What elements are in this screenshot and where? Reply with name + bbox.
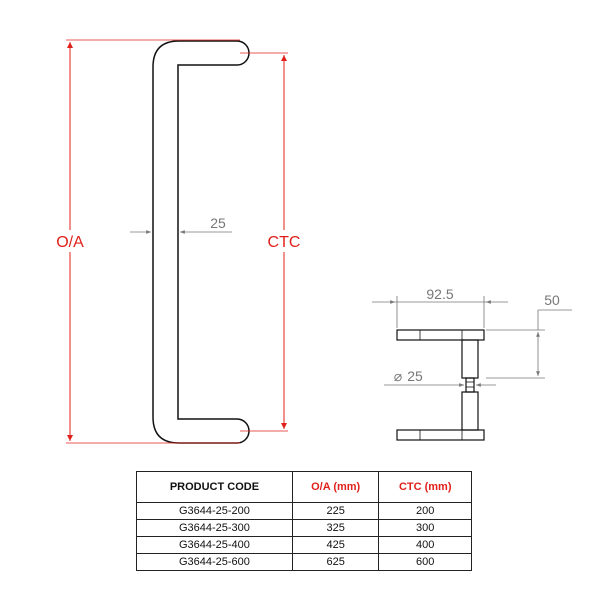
table-header-row: PRODUCT CODE O/A (mm) CTC (mm) <box>136 471 472 503</box>
cell-product-code: G3644-25-600 <box>136 553 293 571</box>
handle-front-view <box>152 40 250 444</box>
cell-overall-length: 325 <box>291 519 380 537</box>
overall-length-label: O/A <box>56 234 84 251</box>
tube-diameter-dimension: 25 <box>130 215 232 234</box>
projection-value: 92.5 <box>426 286 453 302</box>
handle-outline <box>152 40 250 444</box>
overall-length-dimension: O/A <box>48 39 240 444</box>
product-spec-table: PRODUCT CODE O/A (mm) CTC (mm) G3644-25-… <box>136 471 472 571</box>
fixing-diameter-value: 25 <box>407 368 423 384</box>
standoff-dimension: 50 <box>486 292 572 379</box>
table-row: G3644-25-300 325 300 <box>136 519 472 537</box>
ctc-dimension: CTC <box>240 52 308 432</box>
table-row: G3644-25-400 425 400 <box>136 536 472 554</box>
cell-product-code: G3644-25-300 <box>136 519 293 537</box>
cell-ctc: 300 <box>378 519 472 537</box>
side-top-leg <box>396 329 485 341</box>
cell-product-code: G3644-25-400 <box>136 536 293 554</box>
side-fixing-bolt <box>465 377 475 393</box>
side-bottom-leg <box>396 429 485 441</box>
cell-product-code: G3644-25-200 <box>136 502 293 520</box>
ctc-label: CTC <box>268 234 301 251</box>
side-bottom-standoff <box>461 391 479 431</box>
cell-overall-length: 625 <box>291 553 380 571</box>
tube-diameter-value: 25 <box>210 215 226 231</box>
cell-overall-length: 225 <box>291 502 380 520</box>
cell-ctc: 600 <box>378 553 472 571</box>
header-product-code: PRODUCT CODE <box>136 471 293 503</box>
cell-ctc: 400 <box>378 536 472 554</box>
handle-side-view <box>396 329 485 441</box>
header-ctc: CTC (mm) <box>378 471 472 503</box>
fixing-diameter-dimension: ⌀ 25 <box>384 368 496 387</box>
table-row: G3644-25-600 625 600 <box>136 553 472 571</box>
header-overall-length: O/A (mm) <box>291 471 380 503</box>
cell-overall-length: 425 <box>291 536 380 554</box>
standoff-value: 50 <box>544 292 560 308</box>
side-top-standoff <box>461 339 479 379</box>
diameter-symbol: ⌀ <box>394 368 402 384</box>
projection-dimension: 92.5 <box>372 286 508 328</box>
cell-ctc: 200 <box>378 502 472 520</box>
table-row: G3644-25-200 225 200 <box>136 502 472 520</box>
